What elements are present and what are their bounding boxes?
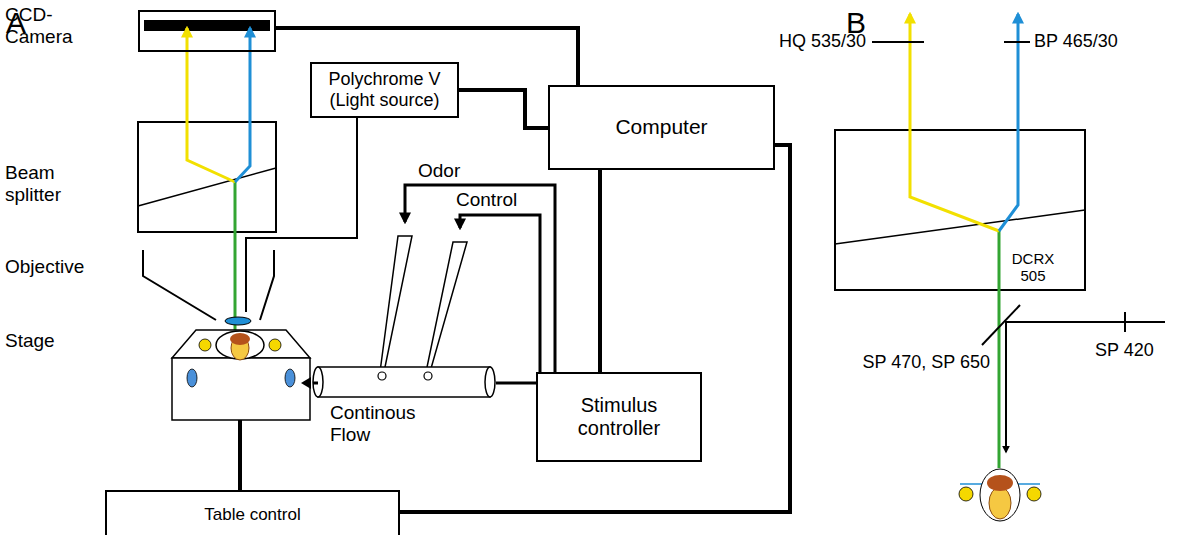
box-text: DCRX 505 bbox=[1007, 250, 1059, 285]
odor-label: Odor bbox=[418, 160, 478, 182]
box-text: Polychrome V (Light source) bbox=[312, 69, 457, 110]
part-name: Stage bbox=[5, 330, 85, 352]
box-text: Table control bbox=[196, 505, 308, 525]
filter-name: HQ 535/30 bbox=[760, 31, 866, 52]
part-name: Continous Flow bbox=[330, 402, 430, 446]
computer-box: Computer bbox=[548, 85, 775, 170]
box-text: Computer bbox=[607, 115, 715, 139]
cable-line bbox=[400, 145, 790, 512]
table-control-box: Table control bbox=[105, 490, 400, 535]
light-guide bbox=[246, 118, 357, 312]
light-source-box: Polychrome V (Light source) bbox=[310, 62, 459, 118]
light-paths-b bbox=[910, 14, 1165, 468]
panel-letter: A bbox=[6, 6, 46, 41]
box-text: Stimulus controller bbox=[538, 394, 700, 440]
light-paths-a bbox=[187, 28, 250, 338]
part-name: Objective bbox=[5, 256, 115, 278]
part-name: Beam splitter bbox=[5, 162, 105, 206]
stage-holder bbox=[172, 330, 310, 420]
filter-ticks bbox=[872, 42, 1125, 345]
filter-name: BP 465/30 bbox=[1034, 31, 1144, 52]
objective bbox=[143, 250, 274, 325]
odor-lines bbox=[405, 185, 555, 372]
flow-tube bbox=[301, 367, 536, 397]
cable-line bbox=[598, 170, 602, 372]
filter-name: SP 420 bbox=[1095, 340, 1175, 361]
camera-box: CCD-Camera bbox=[138, 10, 276, 52]
beam-splitter bbox=[138, 122, 276, 232]
cable-line bbox=[459, 90, 548, 128]
insect-b bbox=[959, 469, 1041, 521]
pipettes bbox=[380, 236, 467, 372]
controller-box: Stimulus controller bbox=[536, 372, 702, 462]
filter-name: SP 470, SP 650 bbox=[850, 352, 990, 373]
control-label: Control bbox=[456, 189, 536, 211]
beam-splitter-b bbox=[835, 130, 1085, 290]
dichroic-label-box: DCRX 505 bbox=[835, 130, 1085, 290]
stage-mount bbox=[238, 420, 242, 490]
